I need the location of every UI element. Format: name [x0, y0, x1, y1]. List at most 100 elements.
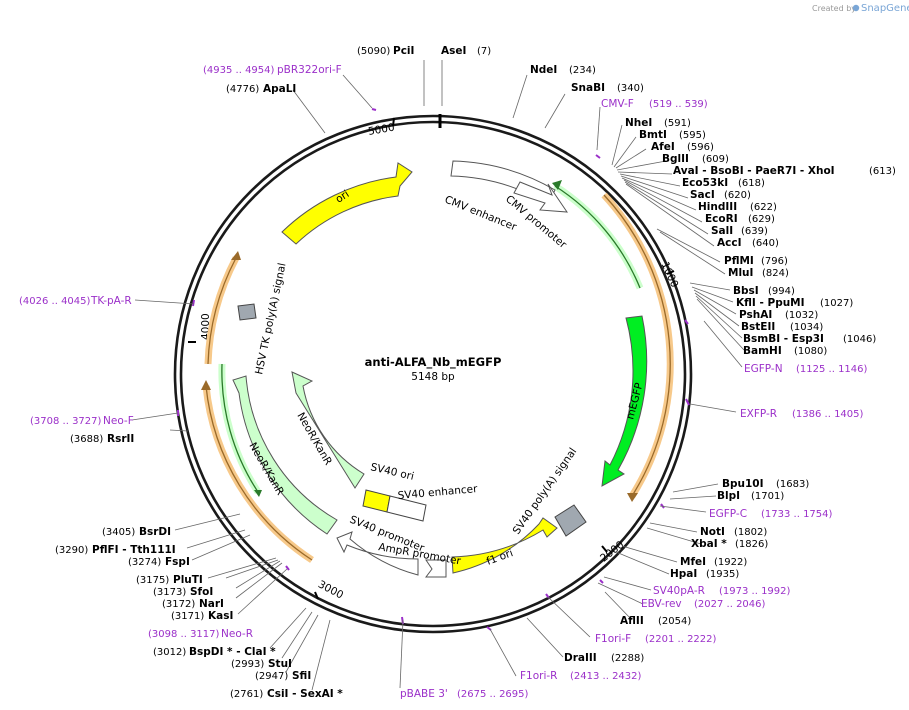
- egfpn-name: EGFP-N: [744, 363, 783, 375]
- rsrii-name: RsrII: [107, 433, 134, 445]
- f1orir-name: F1ori-R: [520, 670, 557, 682]
- cmv-promoter-feature[interactable]: [513, 181, 568, 213]
- afei-name: AfeI: [651, 141, 675, 153]
- neor-orf-arrowhead: [201, 380, 211, 390]
- nari-name: NarI: [199, 598, 224, 610]
- f1orif-range: (2201 .. 2222): [645, 634, 717, 645]
- bamhi-pos: (1080): [794, 346, 827, 357]
- nhei-pos: (591): [664, 118, 691, 129]
- exfpr-range: (1386 .. 1405): [792, 409, 864, 420]
- pflmi-pos: (796): [761, 256, 788, 267]
- sv40-polya-feature[interactable]: [554, 504, 587, 537]
- ampr-promoter-feature[interactable]: [425, 559, 447, 578]
- bpu10i-pos: (1683): [776, 479, 809, 490]
- sv40par-name: SV40pA-R: [653, 585, 705, 597]
- apali-name: ApaLI: [263, 83, 296, 95]
- hsv-orf-band: [204, 256, 240, 365]
- sexai-pos: (2761): [230, 689, 263, 700]
- pcii-name: PciI: [393, 45, 414, 57]
- hpai-name: HpaI: [670, 568, 697, 580]
- ndei-pos: (234): [569, 65, 596, 76]
- stui-pos: (2993): [231, 659, 264, 670]
- neor-orf-line: [205, 385, 313, 561]
- sv40-enhancer-feature[interactable]: [386, 495, 427, 522]
- neor-inner-feature[interactable]: [291, 371, 365, 489]
- bbsi-pos: (994): [768, 286, 795, 297]
- saci-pos: (620): [724, 190, 751, 201]
- pluti-name: PluTI: [173, 574, 203, 586]
- bamhi-name: BamHI: [743, 345, 782, 357]
- hsv-tk-polya-feature[interactable]: [237, 303, 257, 321]
- megfp-feature[interactable]: [601, 315, 648, 487]
- draiii-pos: (2288): [611, 653, 644, 664]
- bsrdi-pos: (3405): [102, 527, 135, 538]
- egfpn-range: (1125 .. 1146): [796, 364, 868, 375]
- cmv-feature-arrowhead: [552, 180, 562, 190]
- sv40-ori-feature[interactable]: [362, 489, 391, 513]
- mfei-name: MfeI: [680, 556, 706, 568]
- f1-ori-label: f1 ori: [485, 547, 515, 568]
- pflmi-name: PflMI: [724, 255, 754, 267]
- eco53ki-pos: (618): [738, 178, 765, 189]
- plasmid-length: 5148 bp: [411, 371, 455, 383]
- backbone-outer-ring: [173, 114, 693, 634]
- noti-pos: (1802): [734, 527, 767, 538]
- afei-pos: (596): [687, 142, 714, 153]
- neor-outer-feature[interactable]: [232, 375, 338, 535]
- kasi-name: KasI: [208, 610, 233, 622]
- saci-name: SacI: [690, 189, 715, 201]
- bmti-pos: (595): [679, 130, 706, 141]
- bsteii-name: BstEII: [741, 321, 775, 333]
- sexai-name: CsiI - SexAI *: [267, 688, 343, 700]
- apali-pos: (4776): [226, 84, 259, 95]
- neor-orf-band: [202, 385, 314, 563]
- neor-feature-arrowhead: [254, 490, 262, 497]
- bspdi-name: BspDI * - ClaI *: [189, 646, 276, 658]
- asei-pos: (7): [477, 46, 491, 57]
- snapgene-logo: [852, 4, 860, 12]
- sv40-promoter-feature[interactable]: [336, 531, 419, 576]
- pbr322-name: pBR322ori-F: [277, 64, 342, 76]
- pbr322-range: (4935 .. 4954): [203, 65, 275, 76]
- plasmid-name: anti-ALFA_Nb_mEGFP: [365, 355, 502, 370]
- avai-name: AvaI - BsoBI - PaeR7I - XhoI: [673, 165, 835, 177]
- ebvrev-range: (2027 .. 2046): [694, 599, 766, 610]
- hsv-tk-polya-label: HSV TK poly(A) signal: [253, 262, 288, 376]
- kasi-pos: (3171): [171, 611, 204, 622]
- ebvrev-name: EBV-rev: [641, 598, 682, 610]
- pbabe-name: pBABE 3': [400, 688, 448, 700]
- bpu10i-name: Bpu10I: [722, 478, 764, 490]
- acci-pos: (640): [752, 238, 779, 249]
- hindiii-pos: (622): [750, 202, 777, 213]
- bsteii-pos: (1034): [790, 322, 823, 333]
- cmvf-name: CMV-F: [601, 98, 634, 110]
- avai-pos: (613): [869, 166, 896, 177]
- noti-name: NotI: [700, 526, 725, 538]
- sali-pos: (639): [741, 226, 768, 237]
- backbone-inner-ring: [179, 120, 687, 628]
- mlui-name: MluI: [728, 267, 753, 279]
- ori-feature[interactable]: [281, 162, 413, 245]
- fspi-pos: (3274): [128, 557, 161, 568]
- xbai-name: XbaI *: [691, 538, 727, 550]
- cmvf-range: (519 .. 539): [649, 99, 708, 110]
- blpi-pos: (1701): [751, 491, 784, 502]
- snabi-name: SnaBI: [571, 82, 605, 94]
- pshai-name: PshAI: [739, 309, 772, 321]
- fspi-name: FspI: [165, 556, 190, 568]
- pshai-pos: (1032): [785, 310, 818, 321]
- cmv-feature-band: [553, 183, 644, 290]
- eco53ki-name: Eco53kI: [682, 177, 728, 189]
- sfii-pos: (2947): [255, 671, 288, 682]
- mlui-pos: (824): [762, 268, 789, 279]
- bsmbi-pos: (1046): [843, 334, 876, 345]
- megfp-orf-arrowhead: [627, 493, 638, 502]
- sv40-enhancer-label: SV40 enhancer: [397, 483, 478, 502]
- f1-ori-feature[interactable]: [451, 517, 558, 574]
- pflfi-pos: (3290): [55, 545, 88, 556]
- cmv-feature-line: [554, 185, 641, 289]
- mfei-pos: (1922): [714, 557, 747, 568]
- bmti-name: BmtI: [639, 129, 667, 141]
- sali-name: SalI: [711, 225, 733, 237]
